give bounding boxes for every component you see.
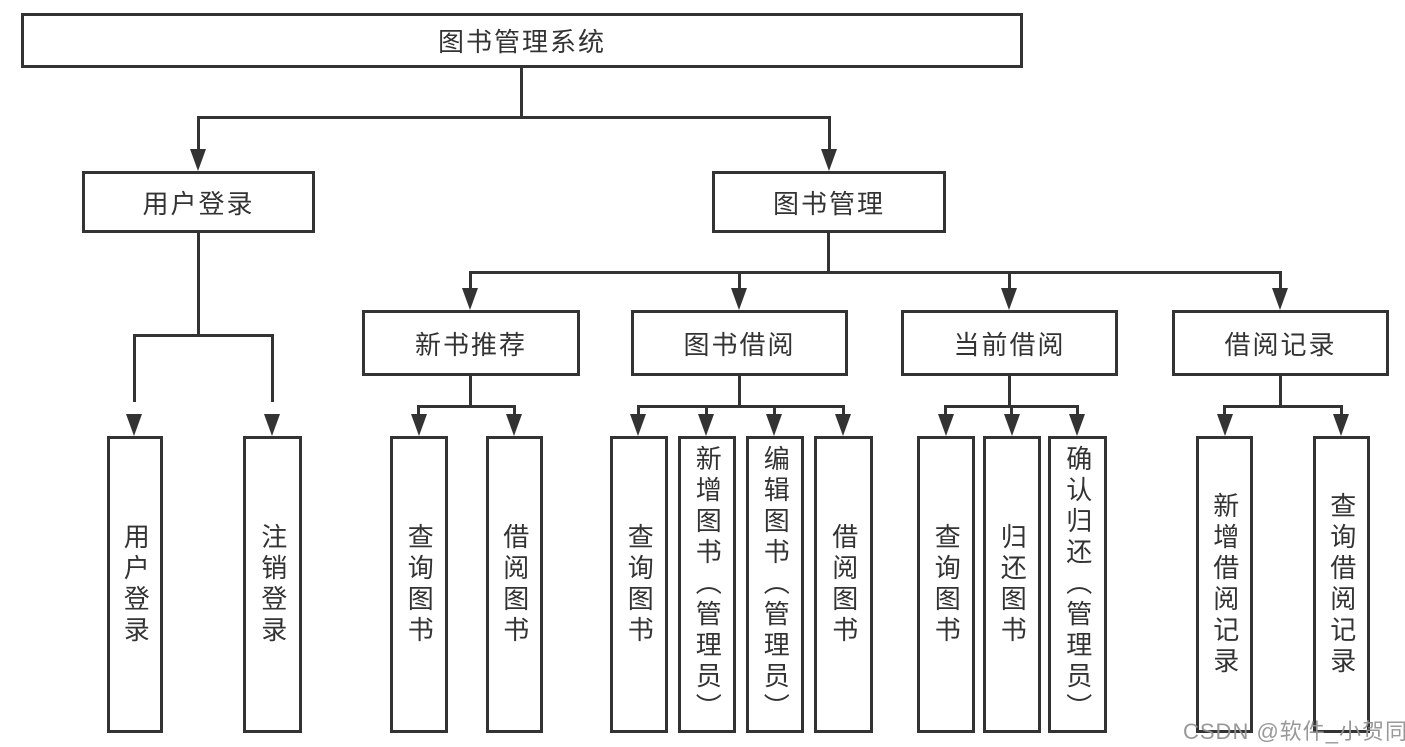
connector-vline [469,376,472,407]
connector-vline [520,68,523,118]
connector-vline [827,233,830,274]
connector-hline [197,116,831,119]
leaf-confirm-return-admin: 确认归还（管理员） [1048,436,1107,733]
connector-vline [944,405,947,417]
arrow-down-icon [1001,288,1017,310]
arrow-down-icon [731,288,747,310]
connector-vline [1010,405,1013,417]
arrow-down-icon [1333,414,1349,436]
connector-vline [738,271,741,291]
connector-hline [133,334,274,337]
arrow-down-icon [1069,414,1085,436]
connector-vline [1008,376,1011,407]
node-borrow-records: 借阅记录 [1172,310,1389,376]
leaf-user-login: 用户登录 [107,436,163,733]
arrow-down-icon [126,414,142,436]
leaf-logout: 注销登录 [243,436,302,733]
arrow-down-icon [506,414,522,436]
leaf-query-borrow-record: 查询借阅记录 [1313,436,1370,733]
arrow-down-icon [1272,288,1288,310]
connector-vline [197,233,200,336]
arrow-down-icon [835,414,851,436]
connector-hline [417,405,516,408]
node-book-borrow: 图书借阅 [631,310,848,376]
arrow-down-icon [766,414,782,436]
arrow-down-icon [630,414,646,436]
arrow-down-icon [1217,414,1233,436]
leaf-borrow-books-2: 借阅图书 [814,436,873,733]
arrow-down-icon [411,414,427,436]
leaf-edit-books-admin: 编辑图书（管理员） [746,436,804,733]
connector-vline [469,271,472,291]
connector-vline [1008,271,1011,291]
node-current-borrow: 当前借阅 [901,310,1118,376]
leaf-query-books-2: 查询图书 [610,436,668,733]
leaf-query-books-1: 查询图书 [390,436,448,733]
connector-vline [197,116,200,154]
connector-vline [1340,405,1343,417]
connector-hline [1223,405,1343,408]
arrow-down-icon [190,149,206,171]
leaf-add-borrow-record: 新增借阅记录 [1196,436,1253,733]
connector-vline [1076,405,1079,417]
leaf-borrow-books-1: 借阅图书 [486,436,543,733]
csdn-watermark: CSDN @软件_小贺同学 [1183,719,1405,744]
connector-vline [133,334,136,402]
connector-vline [271,334,274,402]
connector-vline [1223,405,1226,417]
connector-hline [637,405,845,408]
leaf-return-books: 归还图书 [983,436,1041,733]
arrow-down-icon [938,414,954,436]
node-user-login: 用户登录 [82,171,315,233]
leaf-add-books-admin: 新增图书（管理员） [678,436,736,733]
connector-vline [738,376,741,407]
node-root: 图书管理系统 [21,13,1023,68]
node-new-book-recommend: 新书推荐 [362,310,580,376]
arrow-down-icon [1004,414,1020,436]
connector-vline [1279,271,1282,291]
connector-vline [705,405,708,417]
connector-vline [828,116,831,154]
arrow-down-icon [821,149,837,171]
connector-vline [513,405,516,417]
connector-vline [1279,376,1282,407]
connector-vline [417,405,420,417]
leaf-query-books-3: 查询图书 [917,436,975,733]
node-book-management: 图书管理 [712,171,946,233]
arrow-down-icon [264,414,280,436]
arrow-down-icon [462,288,478,310]
arrow-down-icon [698,414,714,436]
connector-hline [469,271,1282,274]
connector-vline [842,405,845,417]
connector-vline [773,405,776,417]
connector-vline [637,405,640,417]
